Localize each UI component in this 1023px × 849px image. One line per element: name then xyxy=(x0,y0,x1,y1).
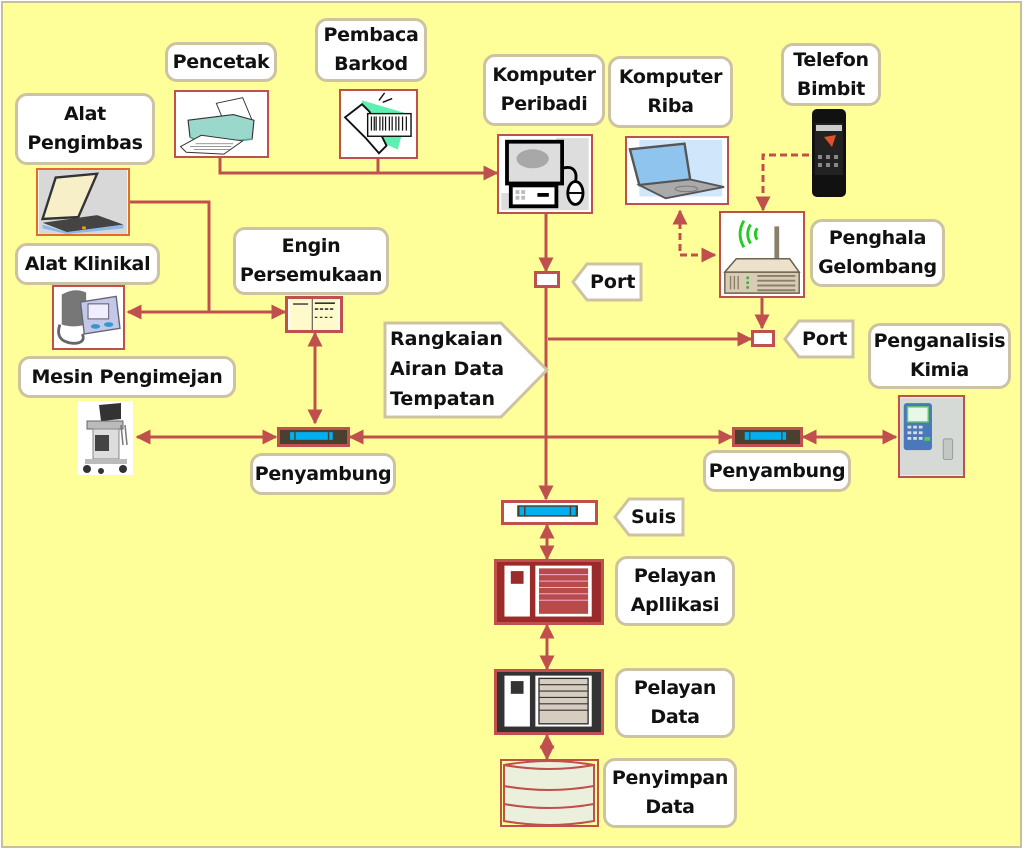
interface-engine-icon xyxy=(285,296,343,333)
link-pencetak-komputer xyxy=(218,157,499,181)
label-alat-klinikal: Alat Klinikal xyxy=(15,243,160,285)
label-penghala-gelombang: Penghala Gelombang xyxy=(810,219,945,287)
database-storage-icon xyxy=(500,759,599,827)
link-telefon-penghala xyxy=(755,153,809,212)
label-komputer-riba: Komputer Riba xyxy=(608,56,733,128)
port-icon-top xyxy=(534,271,560,288)
callout-shape-suis xyxy=(613,497,685,537)
barcode-reader-icon xyxy=(339,89,418,159)
desktop-computer-icon xyxy=(497,134,593,214)
label-engin-persemukaan: Engin Persemukaan xyxy=(233,227,389,295)
label-alat-pengimbas: Alat Pengimbas xyxy=(15,93,155,165)
label-penyambung-kanan: Penyambung xyxy=(703,450,851,492)
link-riba-penghala xyxy=(672,209,717,263)
mobile-phone-icon xyxy=(810,107,848,199)
connection-lines xyxy=(126,153,898,761)
wireless-router-icon xyxy=(719,211,805,298)
callout-port-atas: Port xyxy=(590,271,636,293)
callout-shape-port-atas xyxy=(571,262,643,302)
label-penyimpan-data: Penyimpan Data xyxy=(603,758,737,828)
label-penyambung-kiri: Penyambung xyxy=(250,453,396,495)
label-pencetak: Pencetak xyxy=(165,42,277,82)
scanner-icon xyxy=(36,168,130,236)
blood-pressure-monitor-icon xyxy=(52,285,125,350)
network-switch-icon xyxy=(501,500,598,525)
laptop-icon xyxy=(625,136,729,205)
label-penganalisis-kimia: Penganalisis Kimia xyxy=(868,323,1011,389)
chemistry-analyzer-icon xyxy=(898,395,965,478)
callout-port-kanan: Port xyxy=(802,328,848,350)
callout-suis: Suis xyxy=(631,506,677,528)
link-pengimbas xyxy=(129,200,211,312)
label-mesin-pengimejan: Mesin Pengimejan xyxy=(18,356,236,398)
application-server-icon xyxy=(494,559,604,625)
connector-hub-icon-right xyxy=(732,427,803,447)
callout-rangkaian: Rangkaian Airan Data Tempatan xyxy=(390,328,505,410)
label-komputer-peribadi: Komputer Peribadi xyxy=(483,54,605,126)
data-server-icon xyxy=(494,669,604,735)
connector-hub-icon-left xyxy=(277,427,350,447)
callout-shape-rangkaian xyxy=(383,321,550,419)
printer-icon xyxy=(174,90,269,158)
ultrasound-machine-icon xyxy=(77,401,133,475)
label-pelayan-aplikasi: Pelayan Apllikasi xyxy=(615,556,735,626)
label-pelayan-data: Pelayan Data xyxy=(615,668,735,738)
label-pembaca-barkod: Pembaca Barkod xyxy=(315,18,427,82)
callout-shape-port-kanan xyxy=(783,319,855,359)
port-icon-right xyxy=(751,330,775,347)
label-telefon-bimbit: Telefon Bimbit xyxy=(781,43,881,106)
